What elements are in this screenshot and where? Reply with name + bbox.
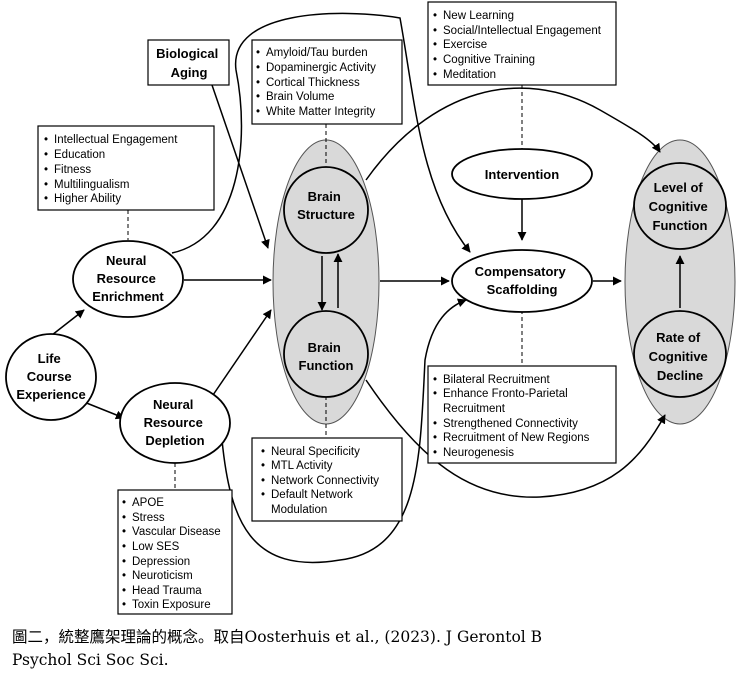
brain-function-measures-list: •Neural Specificity •MTL Activity •Netwo…: [261, 446, 382, 516]
caption-line-1: 圖二，統整鷹架理論的概念。取自Oosterhuis et al., (2023)…: [12, 628, 543, 646]
rate-cognitive-decline-label: Rate of Cognitive Decline: [649, 330, 712, 383]
arrows: [51, 12, 685, 564]
intervention-label: Intervention: [485, 167, 559, 182]
level-cognitive-function-label: Level of Cognitive Function: [649, 180, 712, 233]
node-ovals: [5, 148, 727, 464]
intervention-types-list: •New Learning •Social/Intellectual Engag…: [433, 10, 604, 81]
depletion-factors-list: •APOE •Stress •Vascular Disease •Low SES…: [122, 497, 224, 611]
biological-aging-label: Biological Aging: [156, 46, 222, 80]
brain-structure-label: Brain Structure: [297, 189, 355, 222]
life-course-experience-label: Life Course Experience: [16, 351, 85, 402]
brain-structure-measures-list: •Amyloid/Tau burden •Dopaminergic Activi…: [256, 47, 379, 118]
enrichment-factors-list: •Intellectual Engagement •Education •Fit…: [44, 134, 181, 205]
figure-caption: 圖二，統整鷹架理論的概念。取自Oosterhuis et al., (2023)…: [12, 626, 734, 672]
list-boxes: [37, 1, 617, 615]
neural-resource-depletion-label: Neural Resource Depletion: [144, 397, 207, 448]
neural-resource-enrichment-label: Neural Resource Enrichment: [92, 253, 164, 304]
brain-function-label: Brain Function: [299, 340, 354, 373]
compensatory-scaffolding-label: Compensatory Scaffolding: [475, 264, 570, 297]
caption-line-2: Psychol Sci Soc Sci.: [12, 651, 169, 669]
dashed-connectors: [127, 85, 523, 490]
scaffolding-mechanisms-list: •Bilateral Recruitment •Enhance Fronto-P…: [433, 374, 593, 459]
scaffolding-theory-diagram: Biological Aging Neural Resource Enrichm…: [5, 1, 736, 615]
